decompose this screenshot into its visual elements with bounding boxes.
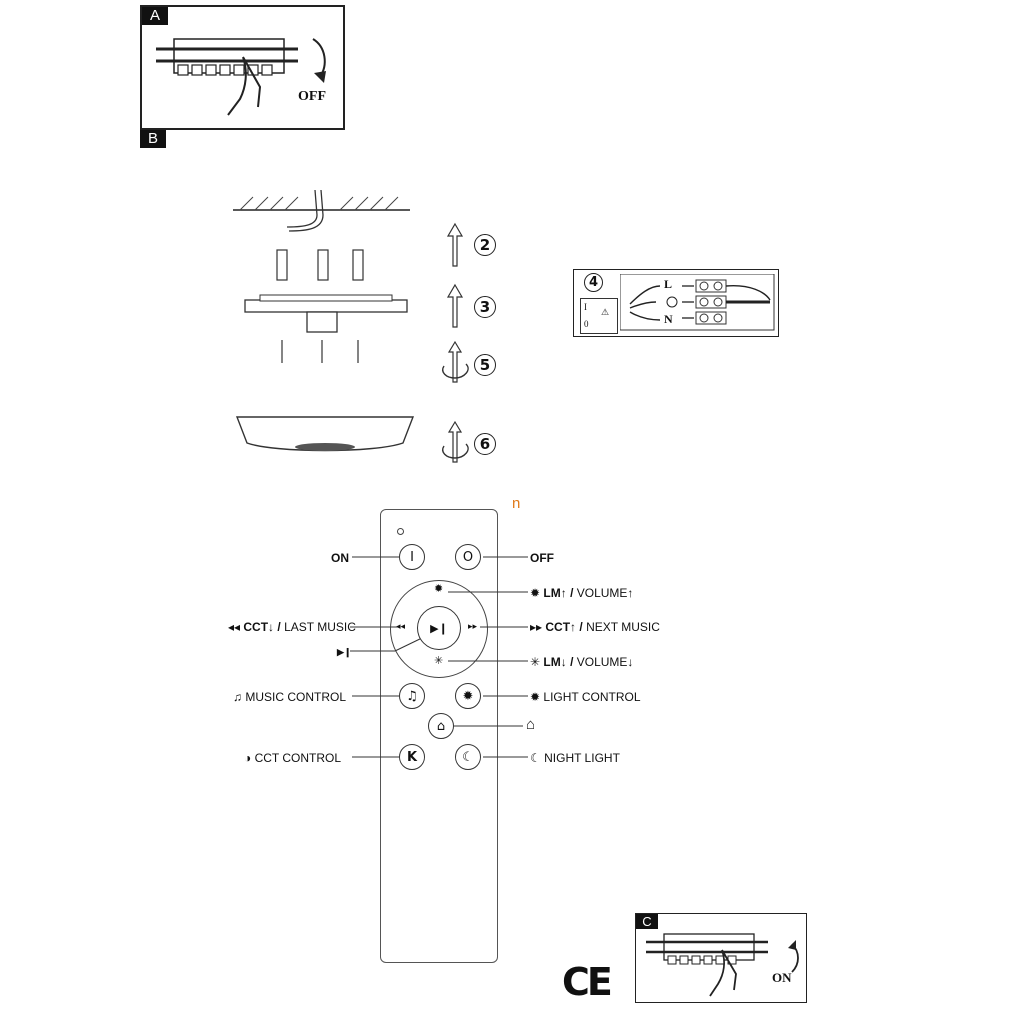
wiring-panel: 4 I 0 ⚠ L N bbox=[573, 269, 779, 337]
step-6-number: 6 bbox=[474, 433, 496, 455]
terminal-block-on-illustration bbox=[646, 933, 799, 997]
forward-icon: ▸▸ bbox=[530, 620, 543, 634]
panel-c: C ON bbox=[635, 913, 807, 1003]
off-button[interactable]: O bbox=[455, 544, 481, 570]
volume-up-text: VOLUME↑ bbox=[576, 586, 634, 600]
switch-box: I 0 ⚠ bbox=[580, 298, 618, 334]
terminal-block-illustration bbox=[156, 38, 326, 116]
night-light-text: NIGHT LIGHT bbox=[544, 751, 620, 765]
step-4-number: 4 bbox=[584, 273, 603, 292]
cct-control-label: ◑ CCT CONTROL bbox=[244, 751, 341, 765]
lm-up-label: ✹ LM↑ / VOLUME↑ bbox=[530, 586, 633, 600]
cct-down-label: ◂◂ CCT↓ / LAST MUSIC bbox=[228, 620, 356, 634]
brightness-down-label-icon: ✳ bbox=[530, 655, 541, 669]
lm-up-bold: LM↑ / bbox=[543, 586, 574, 600]
music-control-button[interactable]: ♫ bbox=[399, 683, 425, 709]
up-arrow-2-icon bbox=[446, 222, 464, 267]
brightness-up-icon[interactable]: ✹ bbox=[434, 583, 444, 595]
warning-icon: ⚠ bbox=[601, 307, 610, 317]
scene-label-icon: ⌂ bbox=[526, 716, 536, 733]
lm-down-label: ✳ LM↓ / VOLUME↓ bbox=[530, 655, 633, 669]
on-button[interactable]: I bbox=[399, 544, 425, 570]
cct-icon: ◑ bbox=[244, 751, 252, 765]
music-control-label: ♫ MUSIC CONTROL bbox=[233, 690, 346, 704]
next-music-text: NEXT MUSIC bbox=[586, 620, 660, 634]
music-control-text: MUSIC CONTROL bbox=[245, 690, 347, 704]
night-light-button[interactable]: ☾ bbox=[455, 744, 481, 770]
rotate-arrow-6-icon bbox=[442, 420, 469, 463]
off-caption: OFF bbox=[298, 89, 326, 104]
cct-control-text: CCT CONTROL bbox=[254, 751, 342, 765]
brightness-up-label-icon: ✹ bbox=[530, 586, 541, 600]
remote-body bbox=[380, 509, 498, 963]
light-icon: ✹ bbox=[530, 690, 541, 704]
stray-mark: n bbox=[512, 495, 521, 512]
switch-label-off: 0 bbox=[584, 319, 589, 329]
switch-label-on: I bbox=[584, 302, 587, 312]
panel-a-tag: A bbox=[142, 7, 168, 25]
rewind-icon: ◂◂ bbox=[228, 620, 241, 634]
last-music-text: LAST MUSIC bbox=[284, 620, 356, 634]
navigation-ring[interactable] bbox=[390, 580, 488, 678]
step-2-number: 2 bbox=[474, 234, 496, 256]
previous-icon[interactable]: ◂◂ bbox=[396, 621, 406, 631]
live-terminal-label: L bbox=[664, 277, 673, 291]
light-control-text: LIGHT CONTROL bbox=[543, 690, 641, 704]
scene-button[interactable]: ⌂ bbox=[428, 713, 454, 739]
off-label: OFF bbox=[530, 551, 554, 565]
next-icon[interactable]: ▸▸ bbox=[468, 621, 478, 631]
light-control-label: ✹ LIGHT CONTROL bbox=[530, 690, 641, 704]
cct-control-button[interactable]: K bbox=[399, 744, 425, 770]
cct-up-bold: CCT↑ / bbox=[545, 620, 583, 634]
ce-mark: CE bbox=[562, 960, 613, 1004]
on-caption: ON bbox=[772, 970, 792, 985]
step-5-number: 5 bbox=[474, 354, 496, 376]
cct-up-label: ▸▸ CCT↑ / NEXT MUSIC bbox=[530, 620, 660, 634]
on-label: ON bbox=[331, 551, 349, 565]
night-light-label: ☾ NIGHT LIGHT bbox=[530, 751, 620, 765]
lm-down-bold: LM↓ / bbox=[543, 655, 574, 669]
panel-a: A OFF bbox=[140, 5, 345, 130]
cct-down-bold: CCT↓ / bbox=[243, 620, 281, 634]
music-note-icon: ♫ bbox=[233, 690, 242, 704]
indicator-led bbox=[397, 528, 404, 535]
brightness-down-icon[interactable]: ✳ bbox=[434, 655, 444, 667]
neutral-terminal-label: N bbox=[664, 312, 673, 326]
step-3-number: 3 bbox=[474, 296, 496, 318]
light-control-button[interactable]: ✹ bbox=[455, 683, 481, 709]
rotate-arrow-5-icon bbox=[442, 340, 469, 383]
play-pause-button[interactable]: ▶❙ bbox=[417, 606, 461, 650]
play-pause-label: ▶❙ bbox=[337, 647, 352, 657]
installation-diagram bbox=[233, 189, 415, 452]
panel-c-tag: C bbox=[636, 914, 658, 929]
up-arrow-3-icon bbox=[446, 283, 464, 328]
moon-icon: ☾ bbox=[530, 751, 541, 765]
panel-b-tag: B bbox=[140, 130, 166, 148]
wiring-illustration bbox=[620, 274, 775, 331]
volume-down-text: VOLUME↓ bbox=[576, 655, 634, 669]
